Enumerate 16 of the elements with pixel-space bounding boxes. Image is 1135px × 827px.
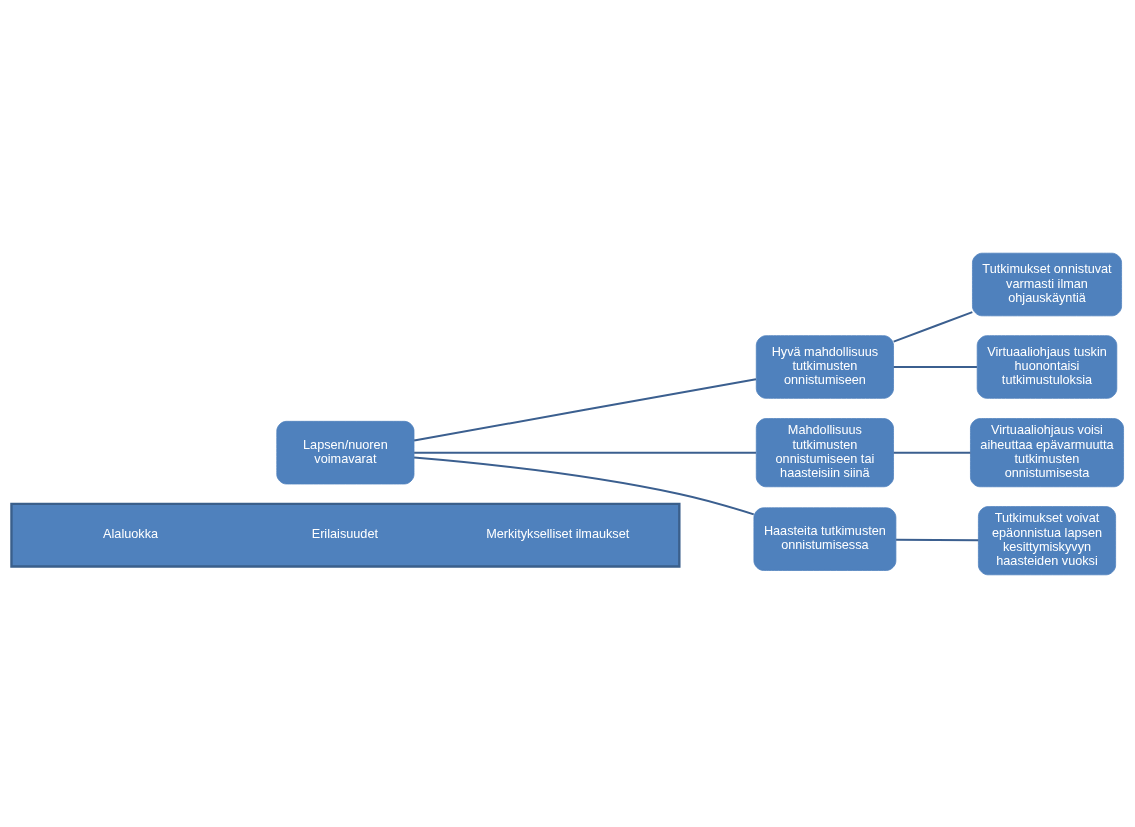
node-box: Tutkimukset voivat epäonnistua lapsen kesittymiskyvyn haasteiden vuoksi xyxy=(978,505,1116,575)
node-box: Haasteita tutkimusten onnistumisessa xyxy=(753,506,897,571)
connector xyxy=(413,377,757,441)
node-box: Virtuaaliohjaus tuskin huonontaisi tutkimustuloksia xyxy=(976,334,1118,399)
connector xyxy=(413,451,757,454)
node-box: Virtuaaliohjaus voisi aiheuttaa epävarmuutta tutkimusten onnistumisesta xyxy=(970,417,1124,487)
connector xyxy=(413,456,755,515)
connector xyxy=(892,310,974,343)
connector xyxy=(892,365,978,368)
node-box: Alaluokka Erilaisuudet Merkitykselliset ilmaukset xyxy=(10,502,681,568)
node-box: Mahdollisuus tutkimusten onnistumiseen tai haasteisiin siinä xyxy=(755,417,894,487)
connector xyxy=(895,538,980,541)
connector xyxy=(892,451,972,454)
node-box: Tutkimukset onnistuvat varmasti ilman ohjauskäyntiä xyxy=(972,252,1122,316)
node-box: Lapsen/nuoren voimavarat xyxy=(276,420,415,484)
node-box: Hyvä mahdollisuus tutkimusten onnistumiseen xyxy=(755,334,894,399)
